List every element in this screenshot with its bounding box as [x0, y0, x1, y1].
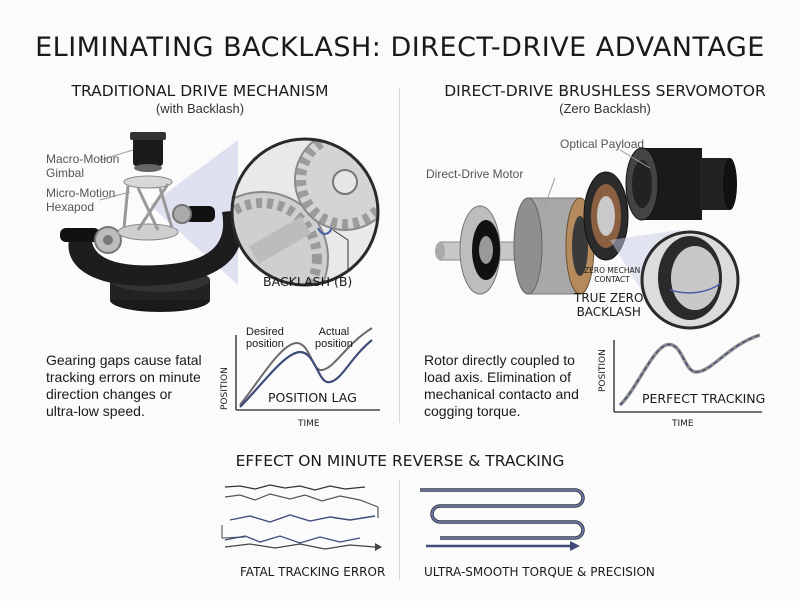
- desired-position-line: [239, 327, 373, 406]
- right-description: Rotor directly coupled to load axis. Eli…: [424, 352, 579, 419]
- bottom-divider: [399, 480, 400, 580]
- section-divider: [399, 88, 400, 423]
- right-plot-xlabel: TIME: [672, 419, 694, 429]
- position-lag-caption: POSITION LAG: [268, 390, 357, 405]
- left-plot-xlabel: TIME: [298, 419, 320, 429]
- left-subheading: (with Backlash): [155, 101, 245, 116]
- page-title: ELIMINATING BACKLASH: DIRECT-DRIVE ADVAN…: [35, 32, 765, 63]
- fatal-error-caption: FATAL TRACKING ERROR: [240, 565, 386, 579]
- actual-position-line: [239, 339, 373, 408]
- label-payload: Optical Payload: [560, 137, 645, 151]
- backlash-label: BACKLASH (B): [263, 274, 353, 289]
- right-heading: DIRECT-DRIVE BRUSHLESS SERVOMOTOR: [444, 82, 766, 100]
- left-description: Gearing gaps cause fatal tracking errors…: [46, 352, 202, 419]
- smooth-torque-caption: ULTRA-SMOOTH TORQUE & PRECISION: [424, 565, 655, 579]
- left-heading: TRADITIONAL DRIVE MECHANISM: [71, 82, 329, 100]
- perfect-tracking-caption: PERFECT TRACKING: [642, 391, 766, 406]
- right-subheading: (Zero Backlash): [559, 101, 651, 116]
- bottom-heading: EFFECT ON MINUTE REVERSE & TRACKING: [235, 452, 565, 470]
- label-motor: Direct-Drive Motor: [426, 167, 524, 181]
